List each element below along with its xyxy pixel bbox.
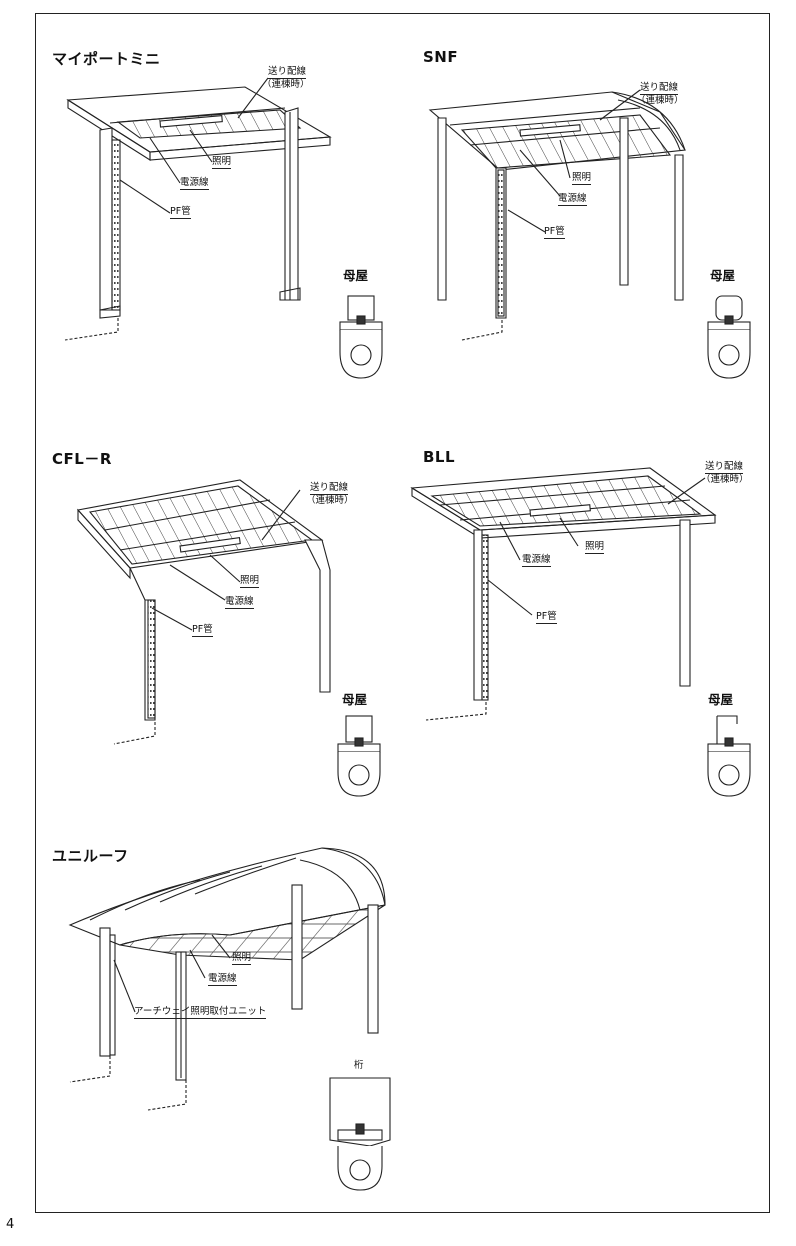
label-moya-2: 母屋: [710, 268, 736, 283]
label-pf-3: PF管: [192, 624, 213, 637]
label-pf-2: PF管: [544, 226, 565, 239]
cross-section-keta: [329, 1077, 391, 1191]
label-dengen-5: 電源線: [208, 973, 237, 986]
label-renmune-4: （連棟時）: [701, 474, 749, 485]
label-renmune-2: （連棟時）: [636, 95, 684, 106]
label-shomei-3: 照明: [240, 575, 260, 588]
drawing-snf: [428, 89, 686, 341]
drawing-bll: [410, 467, 717, 721]
page-frame: [35, 13, 770, 1213]
label-pf-1: PF管: [170, 206, 191, 219]
label-dengen-4: 電源線: [522, 554, 551, 567]
label-moya-1: 母屋: [343, 268, 369, 283]
label-shomei-2: 照明: [572, 172, 592, 185]
drawing-myport-mini: [64, 77, 332, 341]
cross-section-moya-4: [707, 715, 751, 797]
product-title-uniroof: ユニルーフ: [52, 847, 129, 865]
product-title-myport-mini: マイポートミニ: [52, 50, 161, 68]
label-dengen-3: 電源線: [225, 596, 254, 609]
label-archway-unit: アーチウェイ照明取付ユニット: [134, 1006, 267, 1019]
cross-section-moya-1: [339, 295, 383, 379]
label-dengen-2: 電源線: [558, 193, 587, 206]
product-title-cfl-r: CFL－R: [52, 450, 112, 468]
label-okuri-2: 送り配線: [640, 82, 679, 95]
cross-section-moya-2: [707, 295, 751, 379]
drawing-uniroof: [68, 847, 386, 1111]
label-renmune-1: （連棟時）: [262, 79, 310, 90]
label-shomei-1: 照明: [212, 156, 232, 169]
page-number: 4: [6, 1217, 15, 1232]
label-moya-4: 母屋: [708, 692, 734, 707]
product-title-snf: SNF: [423, 48, 459, 66]
label-dengen-1: 電源線: [180, 177, 209, 190]
label-keta: 桁: [354, 1060, 364, 1071]
label-pf-4: PF管: [536, 611, 557, 624]
label-moya-3: 母屋: [342, 692, 368, 707]
label-renmune-3: （連棟時）: [306, 495, 354, 506]
label-okuri-3: 送り配線: [310, 482, 349, 495]
product-title-bll: BLL: [423, 448, 456, 466]
drawing-cfl-r: [76, 479, 331, 745]
cross-section-moya-3: [337, 715, 381, 797]
label-okuri-4: 送り配線: [705, 461, 744, 474]
label-shomei-4: 照明: [585, 541, 605, 554]
label-okuri-1: 送り配線: [268, 66, 307, 79]
label-shomei-5: 照明: [232, 952, 252, 965]
